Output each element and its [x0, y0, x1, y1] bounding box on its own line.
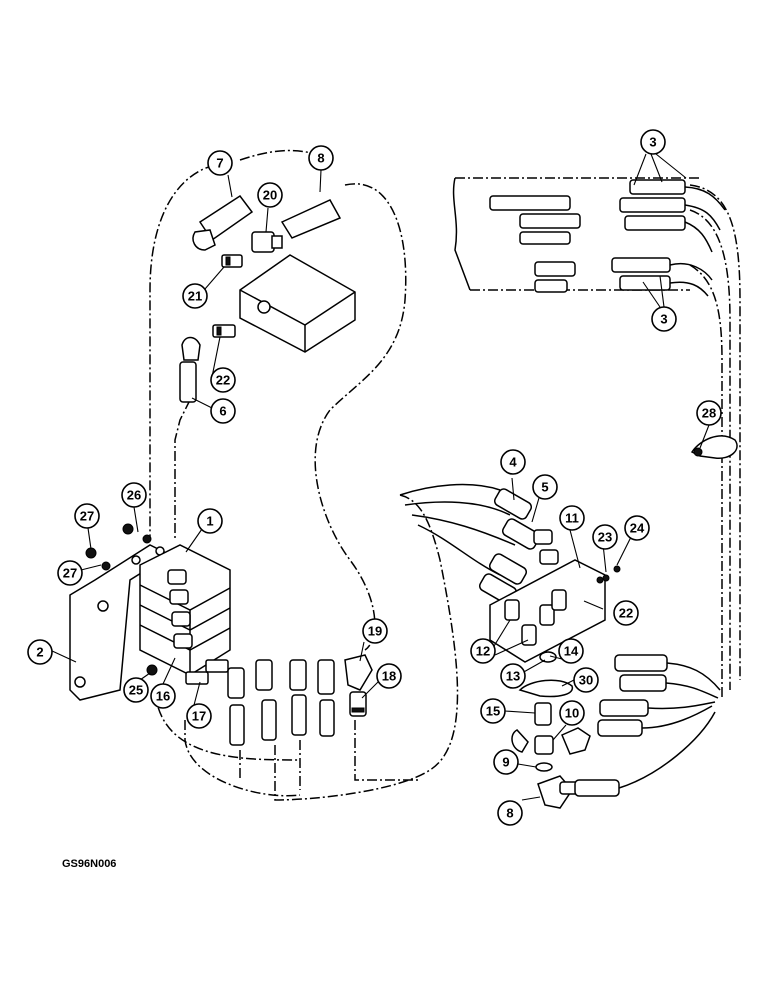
callout-13: 12 — [470, 638, 496, 664]
callout-label: 15 — [486, 704, 500, 719]
callout-28: 27 — [74, 503, 100, 529]
callout-14: 13 — [500, 663, 526, 689]
figure-code: GS96N006 — [62, 858, 117, 870]
callout-1: 1 — [197, 508, 223, 534]
callout-label: 27 — [63, 566, 77, 581]
callout-26: 25 — [123, 677, 149, 703]
callout-18: 17 — [186, 703, 212, 729]
callout-label: 11 — [565, 511, 579, 526]
clamp-29 — [690, 435, 738, 459]
fitting-19 — [349, 691, 367, 717]
callout-label: 2 — [36, 645, 43, 660]
hose-routing — [149, 149, 741, 801]
callout-27a: 26 — [121, 482, 147, 508]
callout-12: 11 — [559, 505, 585, 531]
callout-5: 5 — [532, 474, 558, 500]
callout-22a: 21 — [182, 283, 208, 309]
elbow-20 — [344, 654, 373, 691]
callout-label: 10 — [565, 706, 579, 721]
callout-8: 8 — [308, 145, 334, 171]
callout-11: 10 — [559, 700, 585, 726]
callout-3a: 3 — [640, 129, 666, 155]
callout-label: 13 — [506, 669, 520, 684]
fitting-22-upper — [221, 254, 243, 268]
callout-label: 4 — [509, 455, 517, 470]
callout-21: 20 — [257, 182, 283, 208]
leader-lines — [49, 153, 710, 801]
callout-10: 9 — [493, 749, 519, 775]
callout-30: 30 — [573, 667, 599, 693]
callout-3b: 3 — [651, 306, 677, 332]
callout-label: 3 — [649, 135, 656, 150]
callout-label: 14 — [564, 644, 579, 659]
hose-6-end — [179, 336, 201, 403]
callout-label: 28 — [702, 406, 716, 421]
callout-20: 19 — [362, 618, 388, 644]
callout-17: 16 — [150, 683, 176, 709]
small-parts-14-15-24-25 — [539, 565, 621, 663]
nuts-27-28 — [85, 523, 152, 571]
callout-19: 18 — [376, 663, 402, 689]
callout-label: 19 — [368, 624, 382, 639]
callout-label: 12 — [476, 644, 490, 659]
valve-block-box — [239, 254, 356, 353]
callout-6: 6 — [210, 398, 236, 424]
callout-label: 5 — [541, 480, 548, 495]
callout-15: 14 — [558, 638, 584, 664]
callout-label: 30 — [579, 673, 593, 688]
callout-label: 7 — [216, 156, 223, 171]
callout-16: 15 — [480, 698, 506, 724]
callout-label: 22 — [619, 606, 633, 621]
callout-label: 8 — [317, 151, 324, 166]
coupler-panel-3 — [489, 179, 726, 297]
callout-label: 22 — [216, 373, 230, 388]
callout-label: 18 — [382, 669, 396, 684]
fitting-22-lower — [212, 324, 236, 338]
callout-label: 17 — [192, 709, 206, 724]
connector-30 — [518, 679, 574, 698]
callout-2: 2 — [27, 639, 53, 665]
hoses-4-5 — [478, 488, 559, 605]
fittings-16-11-10-9 — [511, 702, 591, 809]
hose-8-end — [280, 199, 342, 239]
callout-29: 28 — [696, 400, 722, 426]
callout-24: 23 — [592, 524, 618, 550]
callout-label: 25 — [129, 683, 143, 698]
callout-label: 21 — [188, 289, 202, 304]
callout-22b: 22 — [210, 367, 236, 393]
callout-label: 16 — [156, 689, 170, 704]
callout-label: 24 — [630, 521, 645, 536]
valve-fittings-18 — [185, 659, 335, 746]
callout-4: 4 — [500, 449, 526, 475]
callout-9: 8 — [497, 800, 523, 826]
callout-label: 23 — [598, 530, 612, 545]
lower-right-couplers — [574, 654, 721, 797]
callout-label: 6 — [219, 404, 226, 419]
callout-7: 7 — [207, 150, 233, 176]
callout-27b: 27 — [57, 560, 83, 586]
callout-23: 22 — [613, 600, 639, 626]
callout-25: 24 — [624, 515, 650, 541]
callout-label: 3 — [660, 312, 667, 327]
callout-label: 9 — [502, 755, 509, 770]
control-valve-1 — [139, 544, 231, 676]
callout-label: 27 — [80, 509, 94, 524]
hose-7-assembly — [192, 194, 254, 251]
callout-label: 1 — [206, 514, 213, 529]
elbow-21 — [251, 231, 283, 253]
callout-label: 26 — [127, 488, 141, 503]
manifold-plate-12 — [489, 559, 606, 663]
callout-label: 8 — [506, 806, 513, 821]
callout-label: 20 — [263, 188, 277, 203]
